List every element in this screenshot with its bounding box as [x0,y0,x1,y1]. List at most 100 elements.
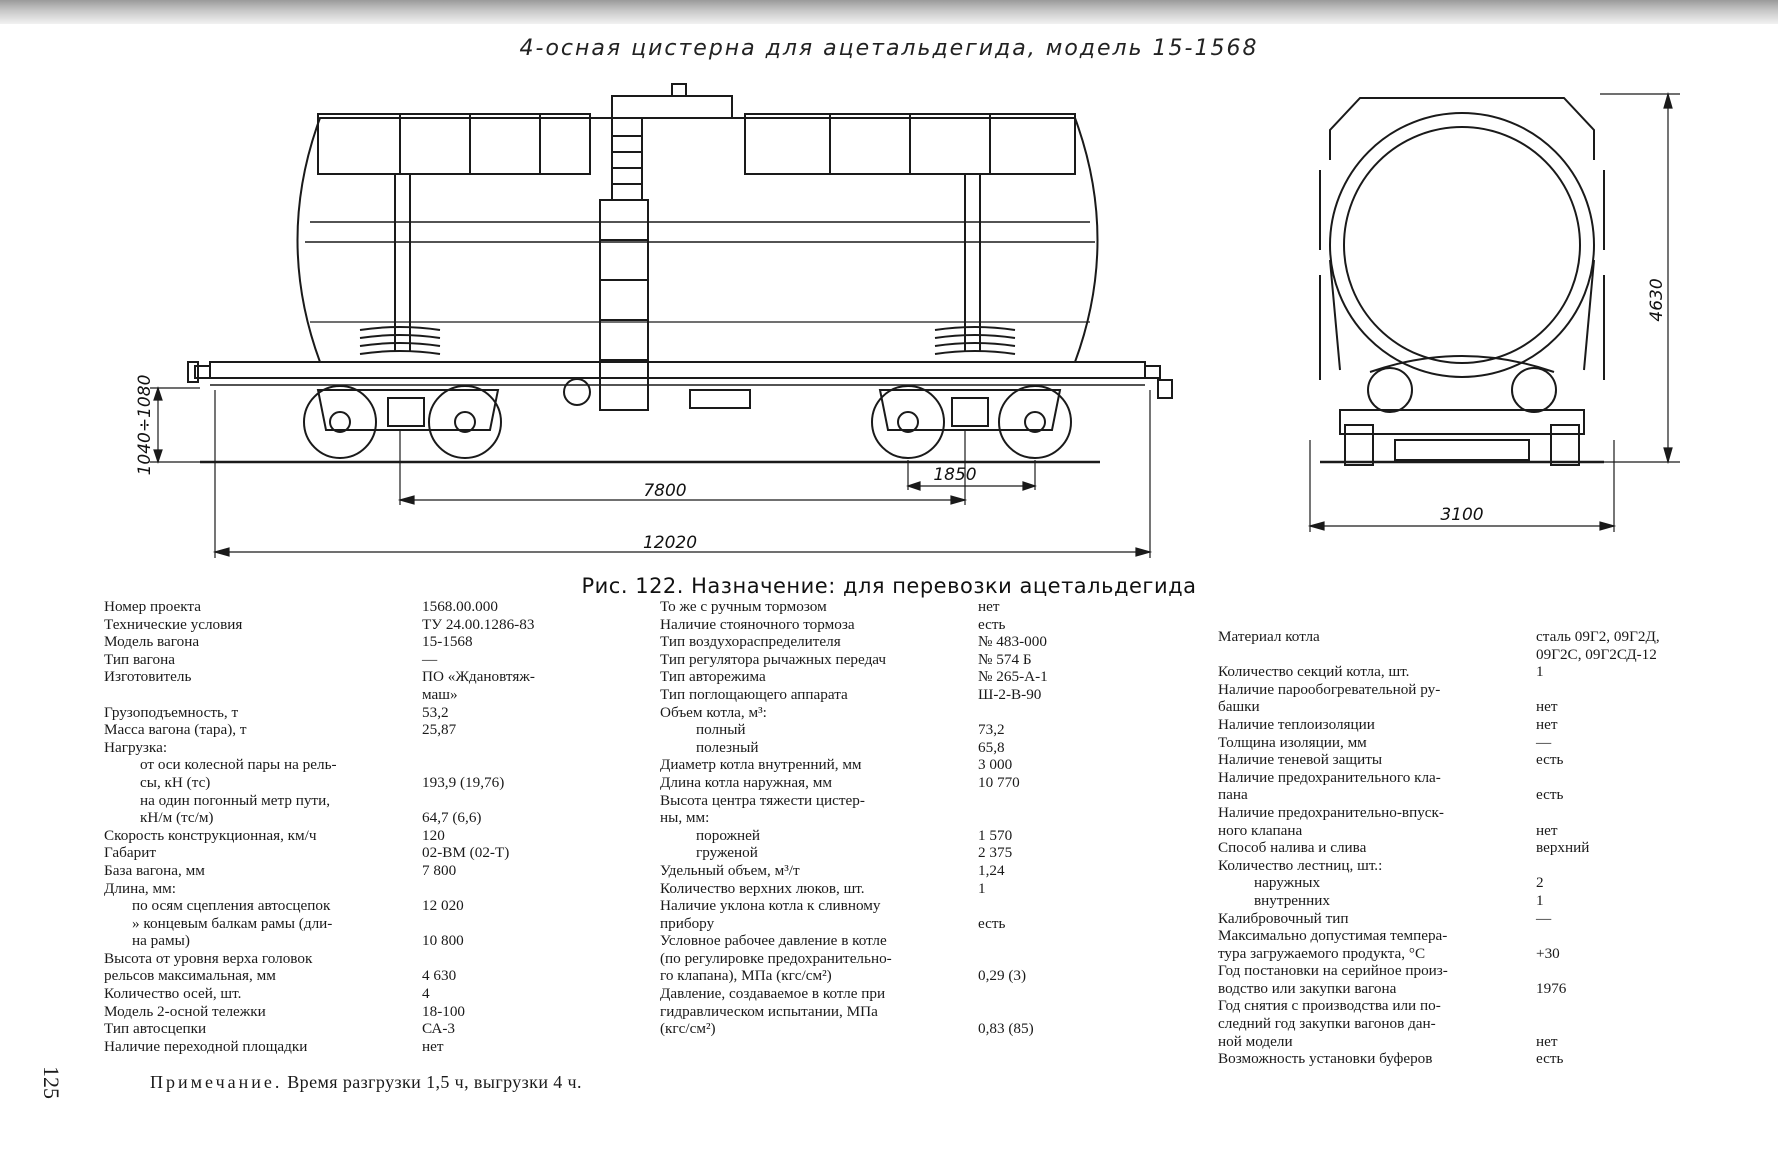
spec-row: Толщина изоляции, мм— [1218,734,1660,752]
spec-label: гидравлическом испытании, МПа [660,1002,878,1020]
spec-label: на рамы) [132,932,190,950]
spec-label: рельсов максимальная, мм [104,967,276,985]
spec-label: (кгс/см²) [660,1020,716,1038]
tank-barrel [296,117,1099,363]
spec-label: Объем котла, м³: [660,703,767,721]
spec-row: Давление, создаваемое в котле при [660,985,1048,1003]
spec-label: Давление, создаваемое в котле при [660,985,886,1003]
spec-row: Наличие парообогревательной ру- [1218,681,1660,699]
spec-value: 7 800 [422,861,457,879]
spec-label: порожней [696,826,761,844]
spec-row: Высота центра тяжести цистер- [660,792,1048,810]
spec-label: Количество осей, шт. [104,985,242,1003]
spec-value: есть [1536,1050,1564,1068]
spec-row: кН/м (тс/м)64,7 (6,6) [104,809,535,827]
spec-value: нет [1536,698,1558,716]
spec-label: Тип поглощающего аппарата [660,685,848,703]
spec-value: 10 800 [422,932,464,950]
spec-label: Номер проекта [104,598,201,615]
spec-label: ны, мм: [660,809,710,827]
spec-value: нет [422,1037,444,1055]
spec-label: Нагрузка: [104,738,168,756]
bogie-right [871,385,1072,459]
spec-value: 1 [1536,891,1544,909]
spec-label: го клапана), МПа (кгс/см²) [660,967,832,985]
spec-row: » концевым балкам рамы (дли- [104,915,535,933]
spec-label: Тип воздухораспределителя [660,633,841,651]
spec-label: Скорость конструкционная, км/ч [104,826,317,844]
spec-label: Толщина изоляции, мм [1218,733,1367,751]
coupler-right [1145,365,1173,399]
spec-value: 15-1568 [422,633,473,651]
spec-label [1218,646,1536,664]
tank-end-inner [1343,126,1581,364]
spec-label: башки [1218,698,1260,716]
spec-label: Высота центра тяжести цистер- [660,791,865,809]
note-label: Примечание. [150,1072,283,1092]
dim-bogie-base: 1850 [933,465,976,485]
spec-row: сы, кН (тс)193,9 (19,76) [104,774,535,792]
spec-value: — [422,650,438,668]
spec-row: Год снятия с производства или по- [1218,997,1660,1015]
page-number: 125 [39,1066,64,1099]
spec-row: гидравлическом испытании, МПа [660,1003,1048,1021]
figure-caption: Рис. 122. Назначение: для перевозки ацет… [581,574,1197,598]
spec-row: Тип вагона— [104,651,535,669]
spec-value: есть [978,615,1006,633]
spec-label: Наличие парообогревательной ру- [1218,680,1441,698]
spec-label: То же с ручным тормозом [660,598,827,615]
spec-row: Год постановки на серийное произ- [1218,962,1660,980]
spec-value: есть [978,914,1006,932]
spec-label: Наличие теневой защиты [1218,751,1383,769]
spec-row: Условное рабочее давление в котле [660,932,1048,950]
spec-value: ТУ 24.00.1286-83 [422,615,535,633]
bogie-left [303,385,502,459]
spec-value: 64,7 (6,6) [422,809,482,827]
spec-label: груженой [696,844,758,862]
spec-value: 4 [422,985,430,1003]
spec-label: наружных [1254,874,1321,892]
spec-row: (по регулировке предохранительно- [660,950,1048,968]
spec-label: пана [1218,786,1248,804]
drawing-title: 4-осная цистерна для ацетальдегида, моде… [519,36,1259,61]
spec-label: Длина котла наружная, мм [660,773,832,791]
spec-value: 73,2 [978,721,1005,739]
spec-value: +30 [1536,944,1560,962]
spec-value: нет [978,598,1000,615]
spec-row: Объем котла, м³: [660,704,1048,722]
spec-label: внутренних [1254,891,1331,909]
spec-row: на один погонный метр пути, [104,792,535,810]
spec-value: 1 [978,879,986,897]
spec-label: полезный [696,738,759,756]
spec-label: Тип авторежима [660,668,766,686]
spec-value: 09Г2С, 09Г2СД-12 [1536,645,1657,663]
spec-value: — [1536,909,1552,927]
spec-value: есть [1536,786,1564,804]
spec-row: го клапана), МПа (кгс/см²)0,29 (3) [660,967,1048,985]
spec-label: сы, кН (тс) [140,773,211,791]
spec-label [104,686,422,704]
spec-value: № 483-000 [978,633,1047,651]
spec-row: маш» [104,686,535,704]
spec-label: Количество секций котла, шт. [1218,663,1410,681]
dim-wagon-base: 7800 [643,481,686,501]
spec-label: Диаметр котла внутренний, мм [660,756,862,774]
dim-coupler-height: 1040÷1080 [135,375,155,476]
spec-label: от оси колесной пары на рель- [140,756,337,774]
spec-label: Удельный объем, м³/т [660,861,800,879]
spec-row: (кгс/см²)0,83 (85) [660,1020,1048,1038]
